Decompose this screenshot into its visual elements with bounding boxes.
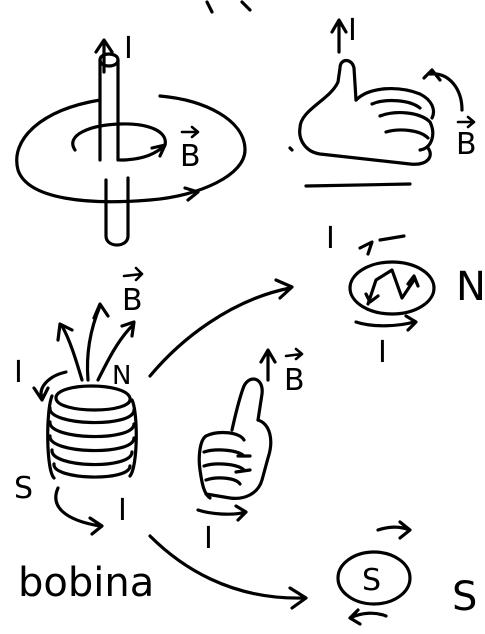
right-hand-grip-figure: [290, 20, 462, 186]
label-field-hand-bottom: B: [284, 363, 305, 398]
north-pole-loop: [350, 236, 434, 330]
arrow-coil-to-south: [150, 536, 306, 608]
label-current-top: I: [124, 31, 133, 66]
thumbs-up-hand-figure: [198, 350, 275, 520]
label-current-hand-top: I: [348, 13, 357, 48]
label-current-coil-bottom: I: [118, 493, 127, 528]
label-field-top: B: [180, 139, 201, 174]
label-field-coil: B: [122, 283, 143, 318]
label-current-hand-bottom: I: [204, 521, 213, 556]
label-south-coil: S: [14, 471, 33, 506]
straight-wire-figure: [17, 2, 250, 245]
label-north-pole: N: [456, 264, 485, 310]
arrow-coil-to-north: [150, 280, 292, 376]
label-current-coil-left: I: [14, 355, 23, 390]
label-current-north-bottom: I: [378, 335, 387, 370]
label-field-hand-top: B: [456, 127, 477, 162]
label-current-north-top: I: [326, 221, 335, 256]
label-south-pole: S: [452, 574, 477, 620]
label-north-coil: N: [112, 361, 131, 391]
label-south-loop-letter: S: [362, 563, 381, 598]
coil-caption: bobina: [18, 560, 154, 606]
